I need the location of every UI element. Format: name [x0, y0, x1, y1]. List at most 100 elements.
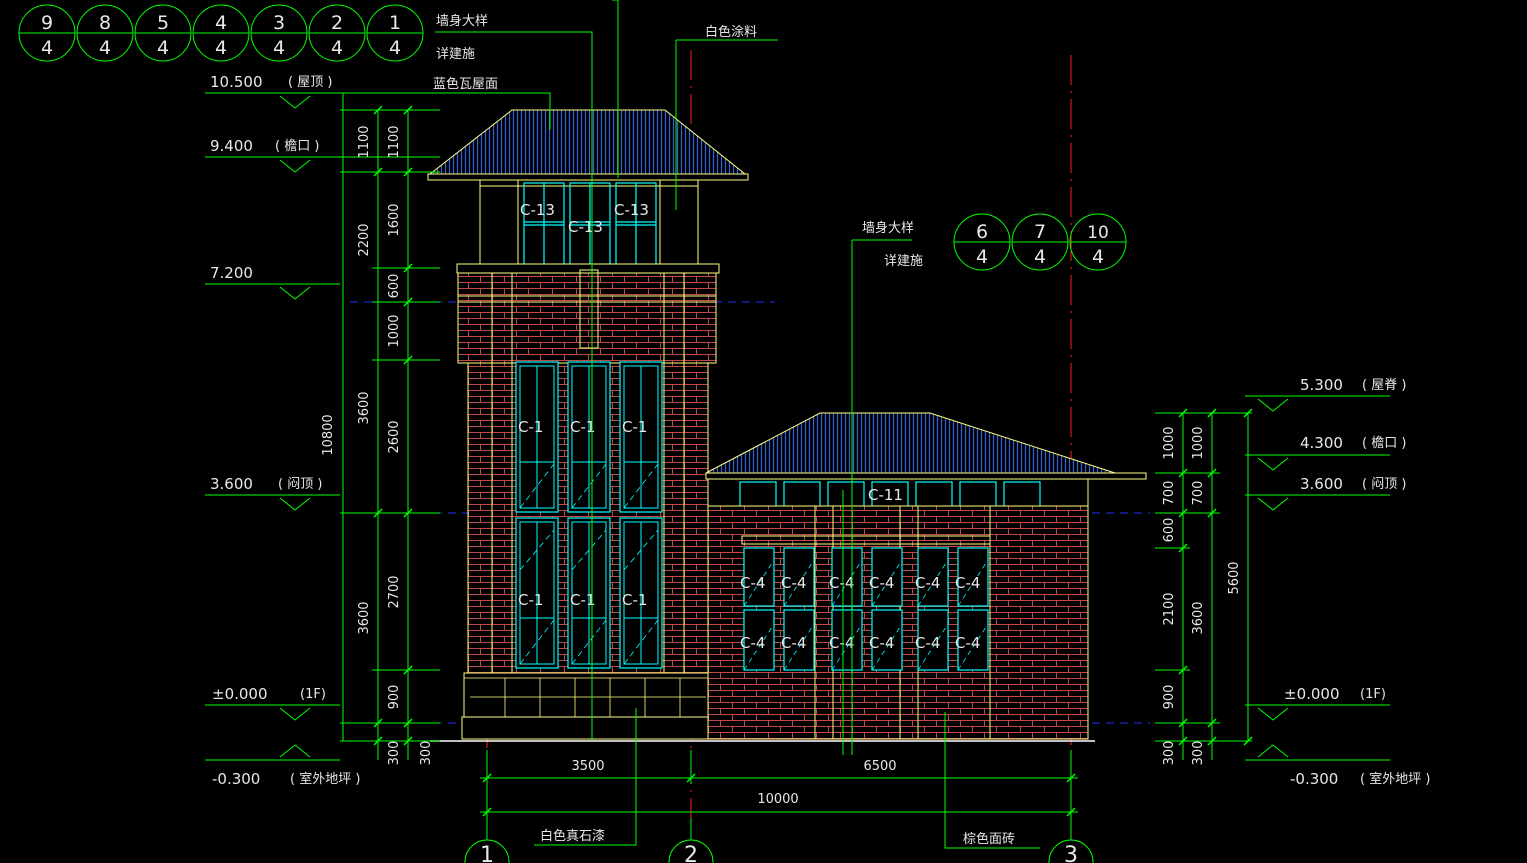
svg-text:3: 3	[1064, 843, 1078, 863]
leaders	[432, 0, 1040, 849]
detail-bubble: 3 4	[250, 4, 308, 62]
window-tag: C-4	[781, 574, 806, 592]
svg-text:4: 4	[41, 37, 53, 59]
axis-bubble: 1	[464, 839, 510, 863]
dim: 2600	[387, 420, 402, 453]
level-name: (1F)	[1360, 687, 1386, 702]
clerestory-windows	[739, 481, 1041, 511]
svg-text:1: 1	[389, 12, 401, 34]
svg-text:1: 1	[480, 843, 494, 863]
note-wall-detail: 墙身大样	[862, 220, 914, 236]
window-tag: C-1	[622, 418, 647, 436]
bottom-dimension-chains	[480, 750, 1078, 840]
note-blue-tile-roof: 蓝色瓦屋面	[433, 76, 498, 92]
svg-text:3: 3	[273, 12, 285, 34]
level-value: 9.400	[210, 137, 253, 155]
axis-bubble: 2	[668, 839, 714, 863]
level-name: (1F)	[300, 687, 326, 702]
detail-bubble: 5 4	[134, 4, 192, 62]
tower-brick-wall	[457, 272, 717, 364]
window-tag: C-4	[955, 634, 980, 652]
window-tag: C-4	[740, 634, 765, 652]
detail-bubbles-mid: 6 4 7 4 10 4	[953, 213, 1127, 271]
level-value: 7.200	[210, 264, 253, 282]
dim: 900	[1162, 685, 1177, 710]
dim: 600	[1162, 518, 1177, 543]
detail-bubbles-top: 9 4 8 4 5 4 4 4 3 4 2 4 1	[18, 4, 424, 62]
note-see-arch: 详建施	[884, 254, 923, 269]
dim: 600	[387, 274, 402, 299]
window-tag: C-13	[568, 218, 603, 236]
window-tag: C-4	[781, 634, 806, 652]
svg-text:4: 4	[273, 37, 285, 59]
detail-bubble: 1 4	[366, 4, 424, 62]
level-value: 4.300	[1300, 434, 1343, 452]
detail-bubble: 8 4	[76, 4, 134, 62]
left-dimension-chains	[340, 93, 440, 760]
svg-text:4: 4	[1034, 246, 1046, 268]
level-value: -0.300	[212, 770, 260, 788]
detail-bubble: 2 4	[308, 4, 366, 62]
svg-text:10: 10	[1087, 223, 1109, 243]
svg-text:4: 4	[99, 37, 111, 59]
note-white-stone-paint: 白色真石漆	[540, 828, 605, 844]
dim: 300	[1191, 741, 1206, 766]
level-value: ±0.000	[212, 685, 268, 703]
right-dimension-text: 5600 1000 700 3600 300 1000 700 600 2100…	[1162, 426, 1242, 765]
window-tag: C-13	[520, 201, 555, 219]
window-tag: C-4	[829, 634, 854, 652]
note-see-arch: 详建施	[436, 47, 475, 62]
dim: 700	[1162, 481, 1177, 506]
dim: 6500	[863, 759, 896, 774]
dim: 900	[387, 685, 402, 710]
level-value: -0.300	[1290, 770, 1338, 788]
dim-total: 10800	[321, 414, 336, 455]
dim: 1100	[357, 125, 372, 158]
level-name: ( 闷顶 )	[1362, 477, 1406, 492]
level-name: ( 闷顶 )	[278, 477, 322, 492]
level-name: ( 檐口 )	[1362, 436, 1406, 451]
svg-text:4: 4	[1092, 246, 1104, 268]
level-name: ( 屋顶 )	[288, 75, 332, 90]
level-value: 10.500	[210, 73, 263, 91]
level-value: 3.600	[210, 475, 253, 493]
level-name: ( 室外地坪 )	[1360, 771, 1430, 787]
dim: 3600	[357, 601, 372, 634]
dim: 2200	[357, 223, 372, 256]
svg-text:5: 5	[157, 12, 169, 34]
tower-eave	[427, 173, 749, 181]
dim: 1100	[387, 125, 402, 158]
detail-bubble: 4 4	[192, 4, 250, 62]
level-name: ( 屋脊 )	[1362, 378, 1406, 393]
svg-text:4: 4	[215, 37, 227, 59]
level-name: ( 檐口 )	[275, 139, 319, 154]
dim: 300	[419, 741, 434, 766]
level-value: ±0.000	[1284, 685, 1340, 703]
dim: 300	[1162, 741, 1177, 766]
svg-text:7: 7	[1034, 221, 1046, 243]
annex-roof	[705, 412, 1116, 474]
material-notes: 墙身大样 详建施 蓝色瓦屋面 白色涂料 墙身大样 详建施 白色真石漆 棕色面砖	[433, 13, 1015, 847]
window-tag: C-4	[869, 574, 894, 592]
dim: 2700	[387, 575, 402, 608]
svg-text:6: 6	[976, 221, 988, 243]
svg-text:8: 8	[99, 12, 111, 34]
window-tag: C-4	[829, 574, 854, 592]
svg-text:9: 9	[41, 12, 53, 34]
svg-text:4: 4	[976, 246, 988, 268]
svg-text:4: 4	[389, 37, 401, 59]
window-tags: C-13 C-13 C-13 C-1 C-1 C-1 C-1 C-1 C-1 C…	[518, 201, 980, 652]
window-tag: C-4	[955, 574, 980, 592]
level-name: ( 室外地坪 )	[290, 771, 360, 787]
bottom-dimension-text: 3500 6500 10000	[571, 759, 896, 807]
window-tag: C-4	[740, 574, 765, 592]
svg-text:2: 2	[331, 12, 343, 34]
detail-bubble: 9 4	[18, 4, 76, 62]
tower	[427, 109, 749, 740]
window-tag: C-1	[518, 591, 543, 609]
window-tag: C-13	[614, 201, 649, 219]
svg-text:2: 2	[684, 843, 698, 863]
note-white-paint: 白色涂料	[705, 24, 757, 40]
dim: 2100	[1162, 592, 1177, 625]
right-dimension-chains	[1155, 408, 1253, 760]
